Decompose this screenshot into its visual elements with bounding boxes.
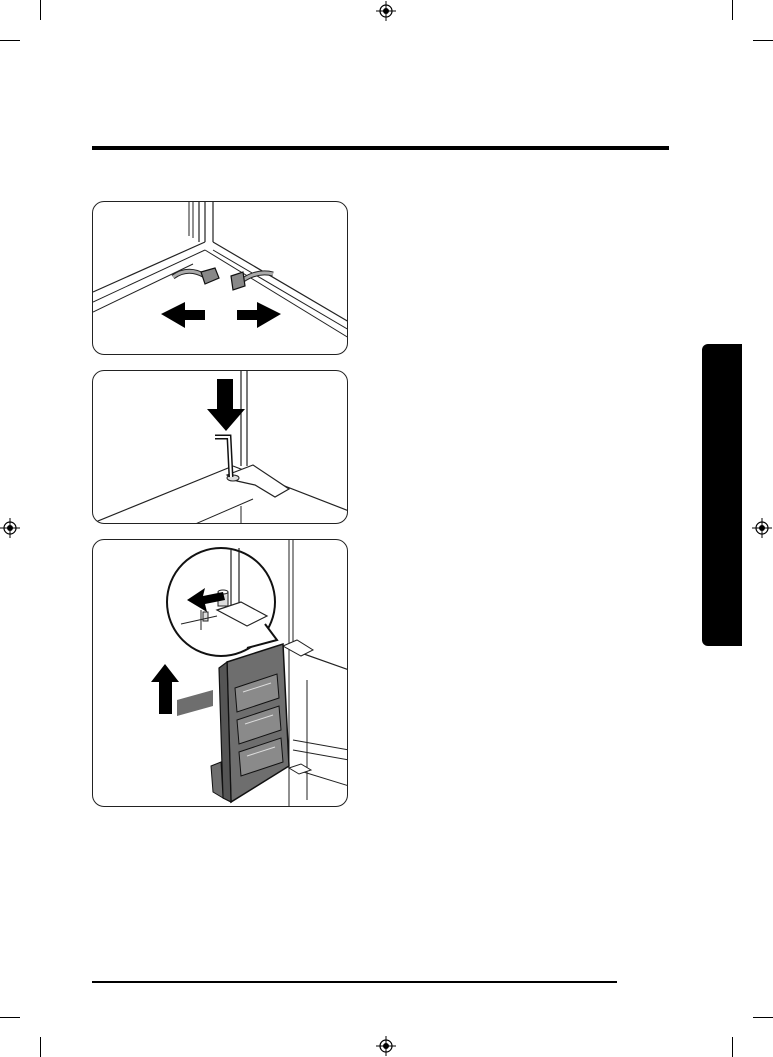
crop-mark: [753, 1017, 773, 1018]
crop-mark: [0, 1017, 20, 1018]
crop-mark: [0, 40, 20, 41]
registration-mark-icon: [376, 1036, 396, 1056]
section-side-tab: [702, 344, 742, 646]
registration-mark-icon: [376, 1, 396, 21]
crop-mark: [40, 0, 41, 20]
crop-mark: [753, 40, 773, 41]
step-3-illustration: [92, 539, 348, 807]
step-1-illustration: [92, 201, 348, 355]
hex-key-hinge-illustration-icon: [93, 371, 347, 523]
crop-mark: [40, 1037, 41, 1057]
disconnect-connector-illustration-icon: [93, 202, 347, 338]
lift-door-illustration-icon: [151, 540, 347, 806]
header-rule: [92, 146, 669, 150]
step-2-illustration: [92, 370, 348, 524]
crop-mark: [732, 0, 733, 20]
registration-mark-icon: [0, 518, 20, 538]
crop-mark: [732, 1037, 733, 1057]
footer-rule: [92, 981, 617, 983]
registration-mark-icon: [752, 518, 772, 538]
